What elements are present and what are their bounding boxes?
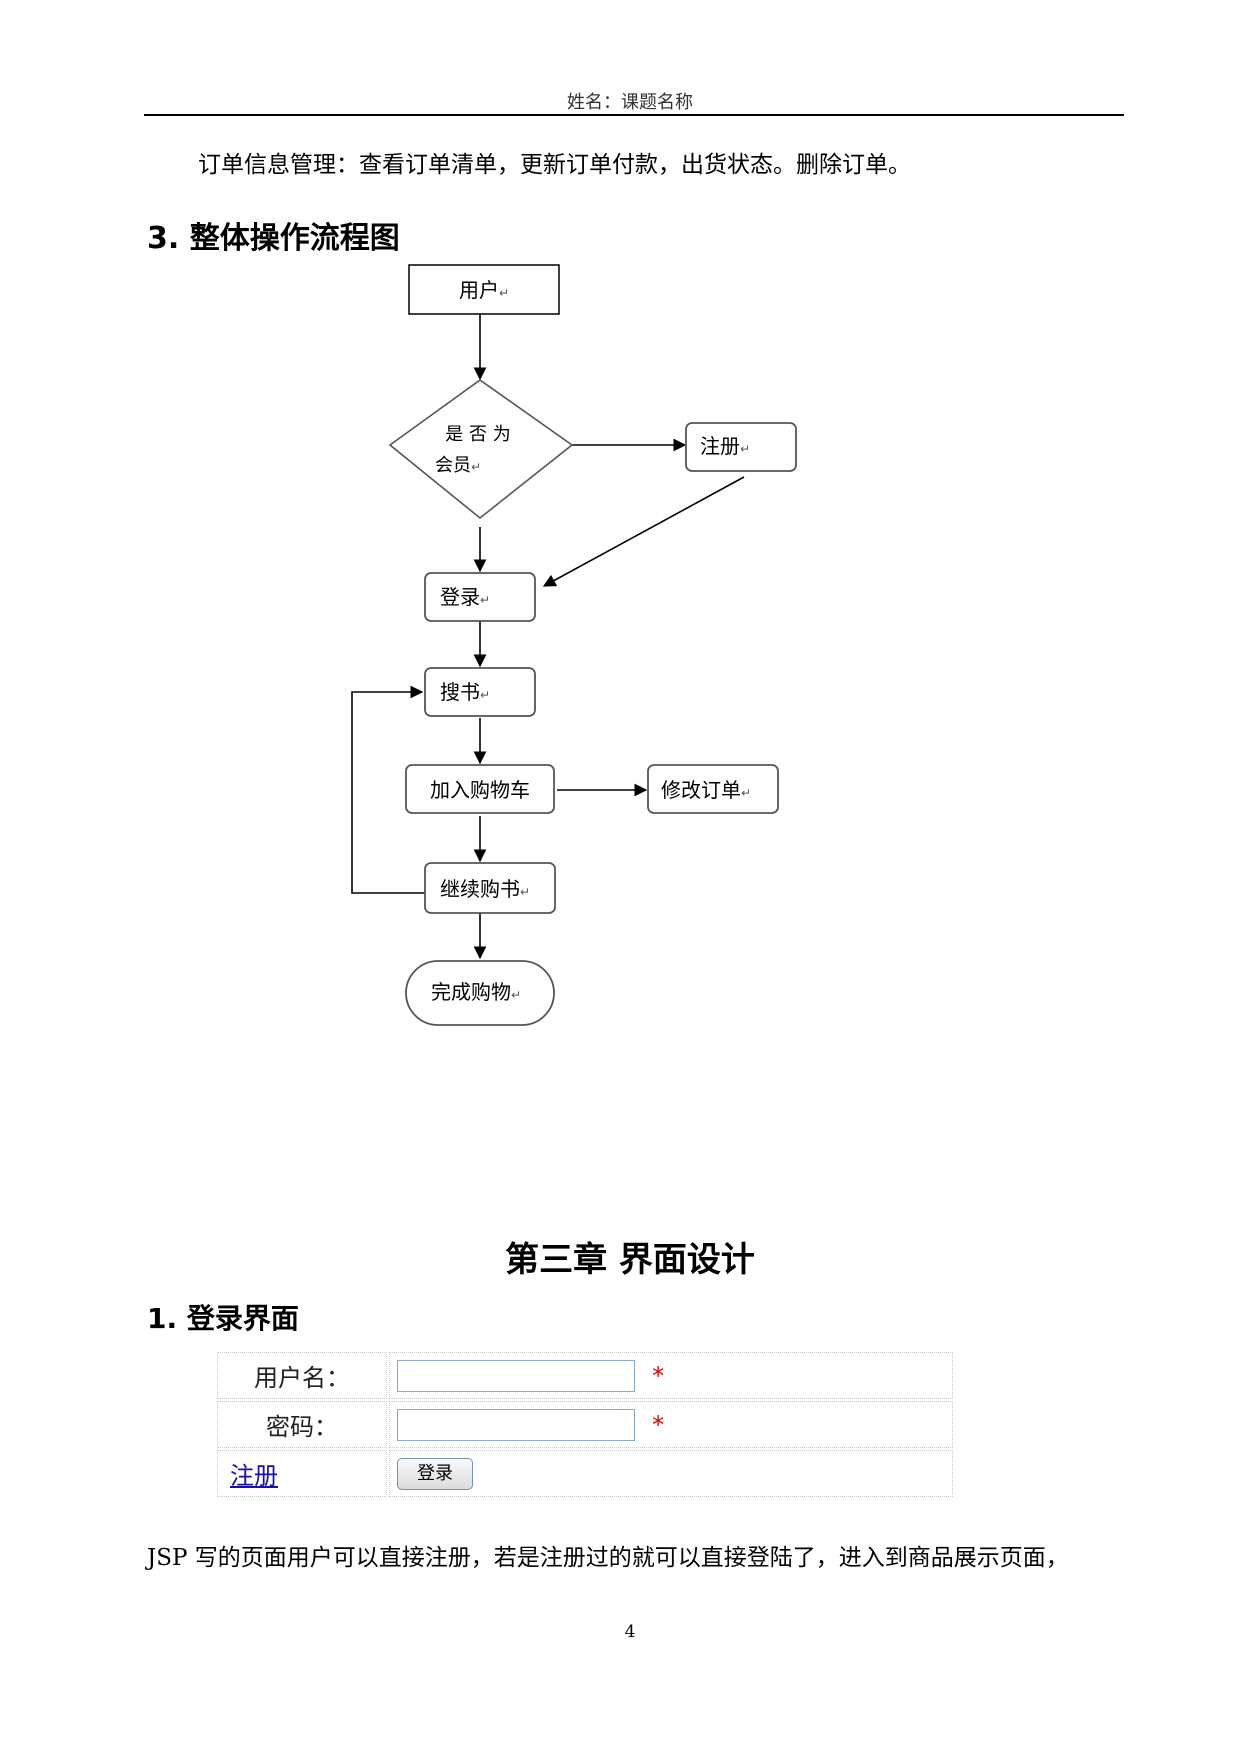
username-label: 用户名： <box>217 1352 387 1399</box>
closing-paragraph: JSP 写的页面用户可以直接注册，若是注册过的就可以直接登陆了，进入到商品展示页… <box>147 1545 1069 1571</box>
username-cell: * <box>389 1352 953 1399</box>
flow-node-add-to-cart: 加入购物车 <box>405 764 555 814</box>
chapter-title: 第三章 界面设计 <box>505 1240 755 1280</box>
section-heading-login-ui: 1. 登录界面 <box>147 1302 299 1335</box>
svg-text:修改订单↵: 修改订单↵ <box>661 778 751 802</box>
login-button[interactable]: 登录 <box>397 1457 473 1490</box>
flow-node-finish-shopping: 完成购物↵ <box>405 960 555 1026</box>
username-input[interactable] <box>397 1359 635 1392</box>
username-row: 用户名： * <box>217 1352 953 1399</box>
svg-text:登录↵: 登录↵ <box>440 585 490 609</box>
svg-text:会员↵: 会员↵ <box>435 455 481 476</box>
svg-text:加入购物车: 加入购物车 <box>430 778 530 802</box>
header-rule <box>144 114 1124 116</box>
login-button-cell: 登录 <box>389 1450 953 1497</box>
svg-text:是 否 为: 是 否 为 <box>445 424 510 445</box>
intro-paragraph: 订单信息管理：查看订单清单，更新订单付款，出货状态。删除订单。 <box>198 152 911 178</box>
register-cell: 注册 <box>217 1450 387 1497</box>
svg-text:完成购物↵: 完成购物↵ <box>431 980 521 1004</box>
section-heading-flowchart: 3. 整体操作流程图 <box>147 221 400 256</box>
login-form: 用户名： * 密码： * 注册 登录 <box>215 1350 955 1499</box>
register-link[interactable]: 注册 <box>230 1462 278 1490</box>
username-required-mark: * <box>652 1361 665 1390</box>
svg-text:注册↵: 注册↵ <box>700 434 750 458</box>
flow-node-register: 注册↵ <box>685 422 797 472</box>
password-row: 密码： * <box>217 1401 953 1448</box>
password-cell: * <box>389 1401 953 1448</box>
password-label: 密码： <box>217 1401 387 1448</box>
flowchart: 用户↵ 是 否 为 会员↵ 注册↵ 登录↵ 搜书↵ 加入购物车 修改订单↵ 继续… <box>351 264 797 1026</box>
flow-node-modify-order: 修改订单↵ <box>647 764 779 814</box>
flow-node-user: 用户↵ <box>408 264 560 315</box>
flow-node-search-book: 搜书↵ <box>424 667 536 717</box>
password-input[interactable] <box>397 1408 635 1441</box>
svg-text:搜书↵: 搜书↵ <box>440 680 490 704</box>
flowchart-connectors <box>351 314 745 960</box>
page-header: 姓名：课题名称 <box>567 92 693 113</box>
password-required-mark: * <box>652 1410 665 1439</box>
actions-row: 注册 登录 <box>217 1450 953 1497</box>
flow-node-login: 登录↵ <box>424 572 536 622</box>
svg-text:用户↵: 用户↵ <box>459 278 509 302</box>
page-number: 4 <box>624 1622 636 1642</box>
flow-node-is-member-decision: 是 否 为 会员↵ <box>388 379 574 520</box>
svg-text:继续购书↵: 继续购书↵ <box>440 877 530 901</box>
flow-node-continue-buying: 继续购书↵ <box>424 862 556 914</box>
